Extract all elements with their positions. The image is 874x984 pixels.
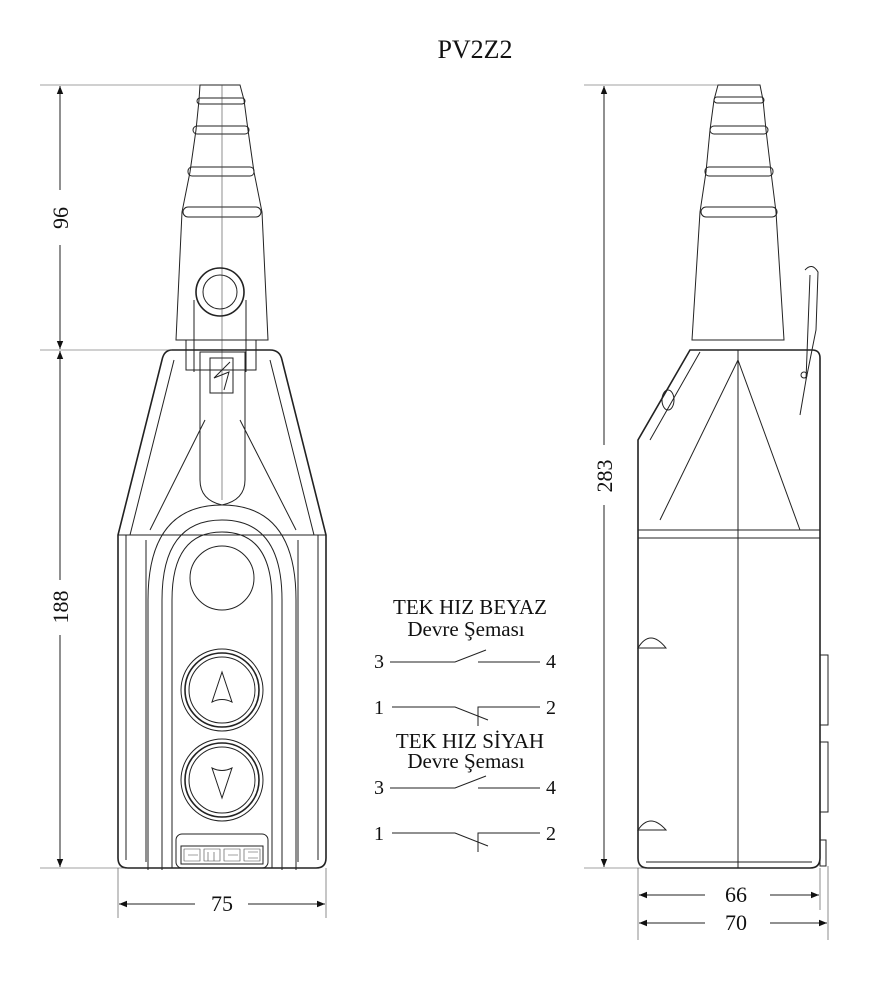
schema-white: TEK HIZ BEYAZ Devre Şeması 3 4 1 2: [374, 595, 556, 726]
front-view: [117, 84, 327, 870]
up-button: [180, 648, 264, 732]
arrow-up-icon: [211, 670, 233, 703]
schema-white-subtitle: Devre Şeması: [407, 617, 524, 641]
emas-logo: [175, 833, 269, 869]
terminal-3: 3: [374, 651, 384, 673]
dimensions: 96 188 283 75 66 70: [40, 84, 829, 940]
dim-front-width: 75: [211, 891, 233, 916]
dim-total-height: 283: [592, 460, 617, 493]
terminal-2: 2: [546, 823, 556, 845]
terminal-4: 4: [546, 777, 556, 799]
cable-gland: [175, 84, 269, 500]
schema-black-title: TEK HIZ SİYAH: [396, 729, 544, 753]
terminal-4: 4: [546, 651, 556, 673]
dim-cable-height: 96: [48, 207, 73, 229]
down-button: [180, 738, 264, 822]
terminal-3: 3: [374, 777, 384, 799]
drawing-title: PV2Z2: [437, 35, 512, 64]
blank-plug: [189, 545, 255, 611]
terminal-1: 1: [374, 823, 384, 845]
arrow-down-icon: [211, 767, 233, 800]
schema-black-subtitle: Devre Şeması: [407, 749, 524, 773]
side-view: [637, 84, 829, 869]
housing-front: [117, 349, 327, 870]
schema-black: TEK HIZ SİYAH Devre Şeması 3 4 1 2: [374, 729, 556, 852]
terminal-1: 1: [374, 697, 384, 719]
dim-body-height: 188: [48, 591, 73, 624]
schema-white-title: TEK HIZ BEYAZ: [393, 595, 547, 619]
dim-side-outer: 70: [725, 910, 747, 935]
terminal-2: 2: [546, 697, 556, 719]
brand-mark-icon: [213, 361, 231, 391]
dim-side-inner: 66: [725, 882, 747, 907]
